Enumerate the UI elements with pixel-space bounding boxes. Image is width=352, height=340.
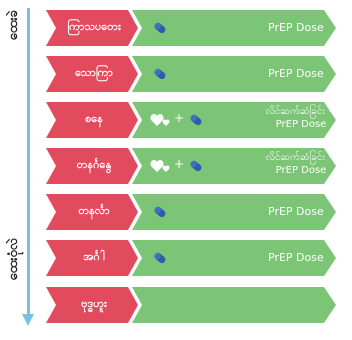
plus-sign: + [174,111,185,125]
day-label: တနင်္ဂနွေ [46,148,138,184]
schedule-row: တနင်္ဂနွေ + လိင်ဆက်ဆံခြင်း + PrEP Dose [46,148,336,184]
dose-cell: + လိင်ဆက်ဆံခြင်း + PrEP Dose [132,148,336,184]
pill-icon [152,20,168,36]
day-label: ဗုဒ္ဓဟူး [46,287,138,323]
dose-cell: PrEP Dose [132,194,336,230]
pill-icon [152,250,168,266]
dose-cell [132,287,336,323]
hearts-icon [150,158,172,174]
dose-cell: + လိင်ဆက်ဆံခြင်း + PrEP Dose [132,102,336,138]
dose-cell: PrEP Dose [132,56,336,92]
schedule-row: ကြာသပတေး PrEP Dose [46,10,336,46]
axis-end-label: ထေးဝုံလဲ [6,238,21,281]
dose-label: PrEP Dose [268,205,324,218]
day-label: အင်္ဂါ [46,240,138,276]
dose-label: PrEP Dose [268,251,324,264]
day-label: ကြာသပတေး [46,10,138,46]
dose-label: လိင်ဆက်ဆံခြင်း + PrEP Dose [265,152,337,176]
schedule-row: စနေ + လိင်ဆက်ဆံခြင်း + PrEP Dose [46,102,336,138]
day-label: စနေ [46,102,138,138]
dose-cell: PrEP Dose [132,240,336,276]
axis-start-label: ထေးခဲ [6,10,21,41]
timeline-line [27,8,30,318]
day-label: သောကြာ [46,56,138,92]
pill-icon [188,112,204,128]
arrow-down-icon [22,314,34,326]
dose-label: PrEP Dose [268,21,324,34]
schedule-row: သောကြာ PrEP Dose [46,56,336,92]
day-label: တနင်္လာ [46,194,138,230]
dose-cell: PrEP Dose [132,10,336,46]
plus-sign: + [174,157,185,171]
timeline-axis: ထေးခဲ ထေးဝုံလဲ [0,0,40,340]
pill-icon [152,66,168,82]
hearts-icon [150,112,172,128]
pill-icon [188,158,204,174]
schedule-row: အင်္ဂါ PrEP Dose [46,240,336,276]
schedule-row: တနင်္လာ PrEP Dose [46,194,336,230]
schedule-row: ဗုဒ္ဓဟူး [46,287,336,323]
dose-label: လိင်ဆက်ဆံခြင်း + PrEP Dose [265,106,337,130]
pill-icon [152,204,168,220]
dose-label: PrEP Dose [268,67,324,80]
